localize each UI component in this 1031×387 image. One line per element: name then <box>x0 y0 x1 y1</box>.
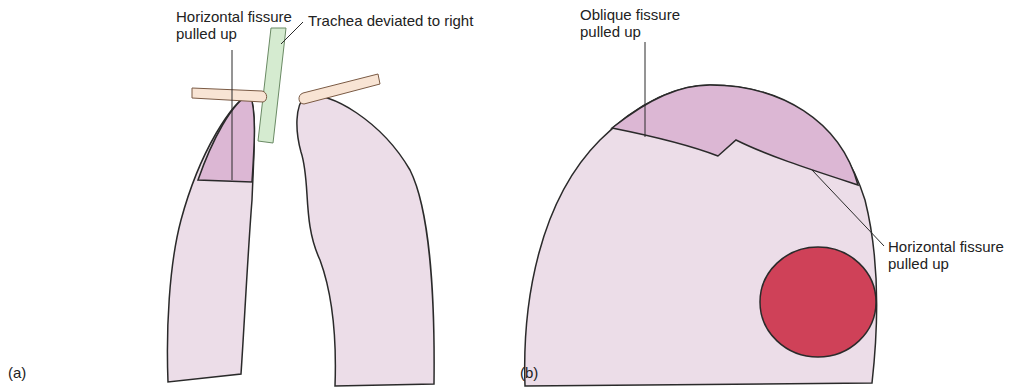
collapsed-upper-lobe <box>612 85 858 185</box>
trachea <box>258 28 286 143</box>
right-lung <box>167 94 254 382</box>
annotation-label: Horizontal fissure pulled up <box>888 238 1020 272</box>
leader-line <box>812 170 884 246</box>
left-lung <box>297 95 434 386</box>
annotation-label: Trachea deviated to right <box>308 12 508 29</box>
leader-line <box>281 22 303 44</box>
leader-line <box>645 42 646 137</box>
annotation-label: Oblique fissure pulled up <box>580 6 700 40</box>
lesion <box>760 247 876 357</box>
clavicle <box>192 88 267 102</box>
collapsed-upper-lobe <box>198 94 254 182</box>
annotation-label: Horizontal fissure pulled up <box>176 8 311 42</box>
annotation-label: (a) <box>8 364 48 381</box>
clavicle <box>299 74 380 104</box>
lung-lateral <box>525 85 877 386</box>
leader-line <box>232 50 233 180</box>
annotation-label: (b) <box>520 364 560 381</box>
